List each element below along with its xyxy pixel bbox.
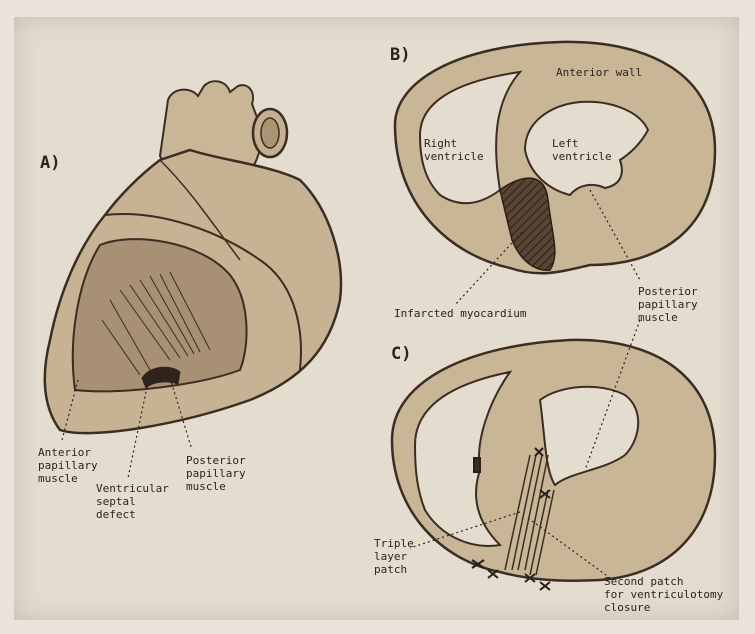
ventricle-opening bbox=[71, 238, 248, 393]
right-ventricle-cavity-c bbox=[413, 370, 513, 547]
leader-lines bbox=[61, 189, 641, 579]
interventricular-groove bbox=[104, 213, 302, 371]
sutures bbox=[471, 447, 551, 591]
coronary-line bbox=[159, 159, 241, 261]
label-posterior-papillary-muscle-b: Posterior papillary muscle bbox=[638, 285, 698, 324]
cross-section-c bbox=[390, 338, 717, 591]
heart-drawing bbox=[43, 80, 343, 435]
triple-layer-patch-strands bbox=[504, 454, 555, 576]
panel-label-b: B) bbox=[390, 45, 411, 65]
cross-section-b bbox=[393, 40, 717, 275]
label-anterior-papillary-muscle: Anterior papillary muscle bbox=[38, 446, 98, 485]
chordae-strings bbox=[101, 271, 211, 376]
left-ventricle-cavity-c bbox=[538, 385, 640, 487]
label-anterior-wall: Anterior wall bbox=[556, 66, 643, 79]
right-ventricle-cavity-b bbox=[418, 70, 523, 205]
panel-label-a: A) bbox=[40, 153, 61, 173]
left-ventricle-cavity-b bbox=[523, 100, 650, 197]
label-triple-layer-patch: Triple layer patch bbox=[374, 537, 414, 576]
label-second-patch: Second patch for ventriculotomy closure bbox=[604, 575, 724, 614]
label-posterior-papillary-muscle-a: Posterior papillary muscle bbox=[186, 454, 246, 493]
label-infarcted-myocardium: Infarcted myocardium bbox=[394, 307, 527, 320]
pulmonary-lumen bbox=[260, 117, 280, 149]
septal-defect bbox=[141, 366, 181, 389]
panel-label-c: C) bbox=[391, 344, 412, 364]
label-right-ventricle: Right ventricle bbox=[424, 137, 484, 163]
infarct-area-b bbox=[499, 177, 556, 271]
label-left-ventricle: Left ventricle bbox=[552, 137, 612, 163]
label-ventricular-septal-defect: Ventricular septal defect bbox=[96, 482, 169, 521]
